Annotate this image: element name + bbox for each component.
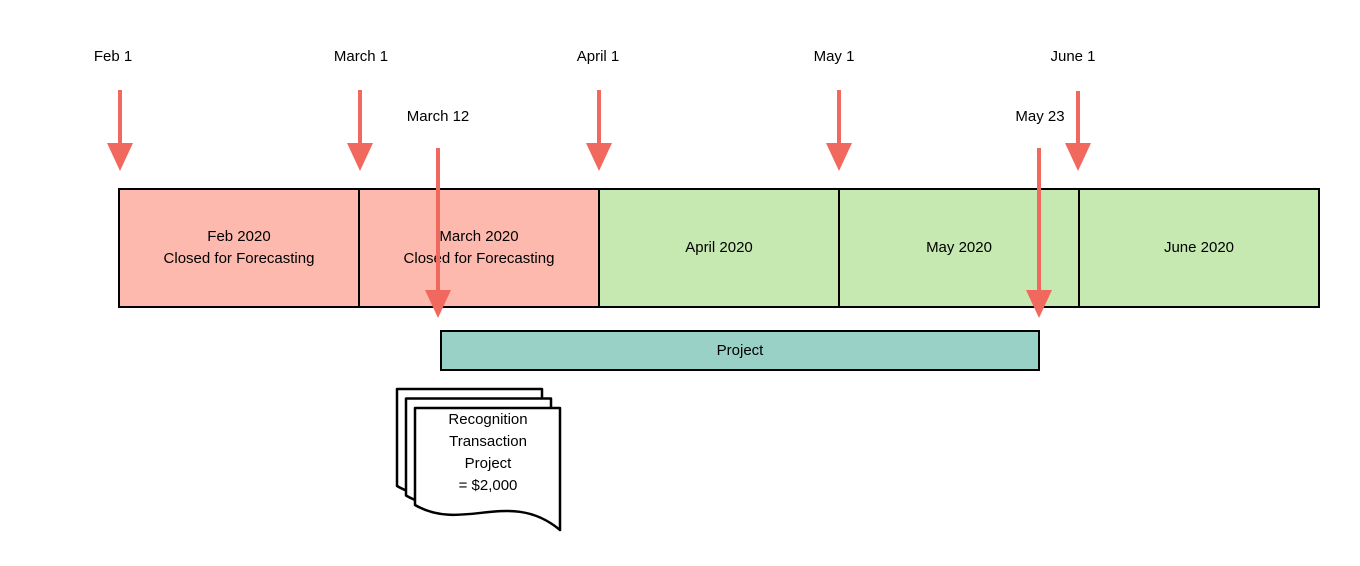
arrow-line [118,90,122,143]
document-label: Recognition Transaction Project = $2,000 [448,411,528,494]
timeline-segment-april-2020: April 2020 [600,190,840,306]
marker-label-june-1: June 1 [1050,48,1096,65]
marker-label-march-12: March 12 [406,108,470,125]
timeline-bar: Feb 2020 Closed for Forecasting March 20… [118,188,1320,308]
down-arrow-june-1 [1065,91,1091,171]
arrow-line [1037,148,1041,290]
document-stack-icon [395,387,562,532]
down-arrow-april-1 [586,90,612,171]
marker-label-march-1: March 1 [333,48,389,65]
timeline-segment-feb-2020: Feb 2020 Closed for Forecasting [120,190,360,306]
marker-label-may-23: May 23 [1015,108,1065,125]
arrow-down-icon [347,143,373,171]
arrow-down-icon [425,290,451,318]
down-arrow-feb-1 [107,90,133,171]
arrow-down-icon [586,143,612,171]
marker-label-may-1: May 1 [813,48,855,65]
page-front [413,406,562,532]
arrow-line [358,90,362,143]
timeline-segment-june-2020: June 2020 [1080,190,1318,306]
marker-label-feb-1: Feb 1 [93,48,133,65]
timeline-segment-march-2020: March 2020 Closed for Forecasting [360,190,600,306]
marker-label-april-1: April 1 [576,48,620,65]
project-bar: Project [440,330,1040,371]
down-arrow-may-1 [826,90,852,171]
arrow-line [837,90,841,143]
arrow-line [1076,91,1080,143]
arrow-down-icon [1065,143,1091,171]
arrow-down-icon [826,143,852,171]
arrow-down-icon [107,143,133,171]
down-arrow-may-23 [1026,148,1052,318]
down-arrow-march-1 [347,90,373,171]
down-arrow-march-12 [425,148,451,318]
arrow-down-icon [1026,290,1052,318]
arrow-line [436,148,440,290]
arrow-line [597,90,601,143]
